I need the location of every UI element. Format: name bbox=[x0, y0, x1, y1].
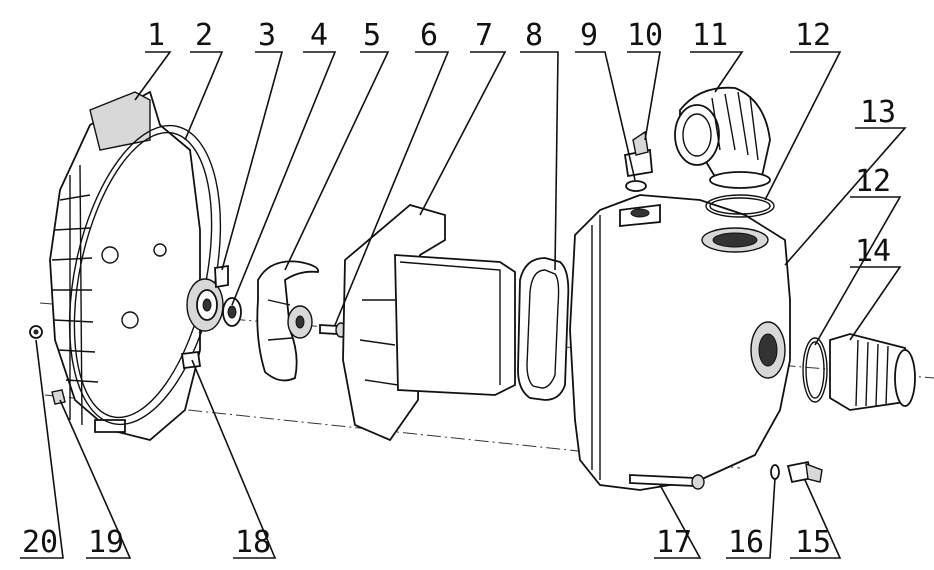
callout-number: 11 bbox=[692, 18, 728, 53]
callout-number: 3 bbox=[258, 18, 276, 53]
callout-labels: 1 2 3 4 5 6 7 8 9 10 11 12 13 12 14 15 1… bbox=[22, 18, 896, 560]
diffuser-part bbox=[342, 204, 516, 442]
leader-lines bbox=[20, 51, 907, 559]
drain-washer-part bbox=[770, 464, 780, 480]
callout-number: 7 bbox=[475, 18, 493, 53]
washer-part bbox=[29, 325, 43, 339]
callout-number: 18 bbox=[235, 525, 271, 560]
drain-plug-part bbox=[786, 460, 823, 484]
callout-number: 15 bbox=[795, 525, 831, 560]
impeller-part bbox=[256, 260, 320, 382]
callout-number: 12 bbox=[855, 164, 891, 199]
nut-part bbox=[51, 389, 66, 405]
callout-number: 13 bbox=[860, 95, 896, 130]
long-bolt-part bbox=[629, 474, 705, 490]
callout-number: 12 bbox=[795, 18, 831, 53]
callout-number: 9 bbox=[580, 18, 598, 53]
callout-number: 20 bbox=[22, 525, 58, 560]
callout-number: 10 bbox=[627, 18, 663, 53]
callout-number: 19 bbox=[88, 525, 124, 560]
callout-number: 14 bbox=[855, 234, 891, 269]
seal-washer-part bbox=[222, 297, 242, 327]
bolt-part bbox=[319, 322, 347, 338]
callout-number: 16 bbox=[728, 525, 764, 560]
callout-number: 4 bbox=[310, 18, 328, 53]
pump-body-part bbox=[569, 194, 791, 491]
mechanical-seal-part bbox=[186, 264, 229, 332]
callout-number: 5 bbox=[363, 18, 381, 53]
o-ring-part bbox=[705, 194, 828, 403]
callout-number: 17 bbox=[656, 525, 692, 560]
callout-number: 8 bbox=[525, 18, 543, 53]
seal-frame-part bbox=[517, 257, 570, 401]
callout-number: 6 bbox=[420, 18, 438, 53]
callout-number: 2 bbox=[195, 18, 213, 53]
rear-cover-part bbox=[49, 90, 201, 441]
elbow-outlet-part bbox=[674, 86, 771, 189]
stud-part bbox=[180, 350, 202, 370]
plug-seal-ring-part bbox=[625, 180, 647, 192]
hose-adapter-part bbox=[829, 333, 916, 411]
callout-number: 1 bbox=[147, 18, 165, 53]
